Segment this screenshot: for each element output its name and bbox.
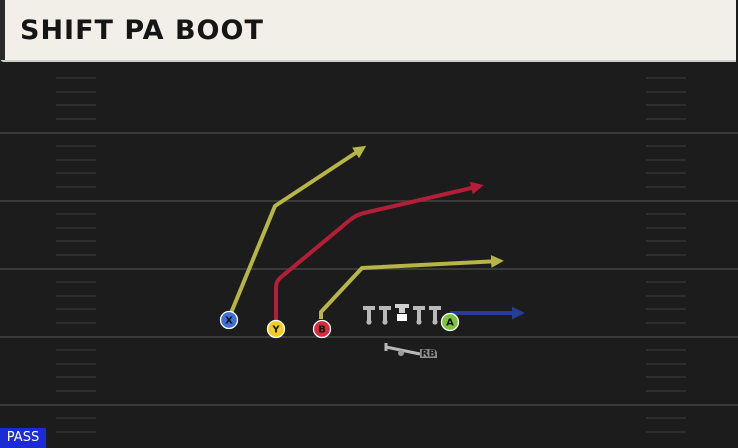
play-title: SHIFT PA BOOT — [20, 15, 264, 46]
running-back-fake: RB — [384, 343, 437, 360]
hash-marks-right — [646, 77, 686, 433]
y-button-label: Y — [271, 325, 280, 336]
hash-marks-left — [56, 77, 96, 433]
b-button-icon: B — [312, 319, 332, 339]
play-type-badge: PASS — [0, 428, 46, 448]
rb-label: RB — [421, 349, 436, 360]
x-button-icon: X — [219, 310, 239, 330]
play-header: SHIFT PA BOOT — [0, 0, 736, 60]
lineman-icon — [413, 306, 425, 325]
y-route — [274, 181, 484, 325]
rb-marker — [420, 349, 437, 358]
y-button-icon: Y — [266, 319, 286, 339]
b-button-label: B — [318, 325, 326, 336]
a-button-icon: A — [440, 312, 460, 332]
field-surface — [0, 62, 738, 448]
x-route — [229, 145, 367, 314]
play-diagram: RB X Y B A — [0, 62, 738, 448]
header-accent-bar — [0, 0, 5, 60]
b-route — [319, 255, 504, 319]
lineman-icon — [379, 306, 391, 325]
lineman-icon — [429, 306, 441, 325]
lineman-icon — [363, 306, 375, 325]
offensive-line — [363, 304, 441, 325]
center-icon — [395, 304, 409, 321]
x-button-label: X — [225, 316, 233, 327]
a-button-label: A — [446, 318, 454, 329]
